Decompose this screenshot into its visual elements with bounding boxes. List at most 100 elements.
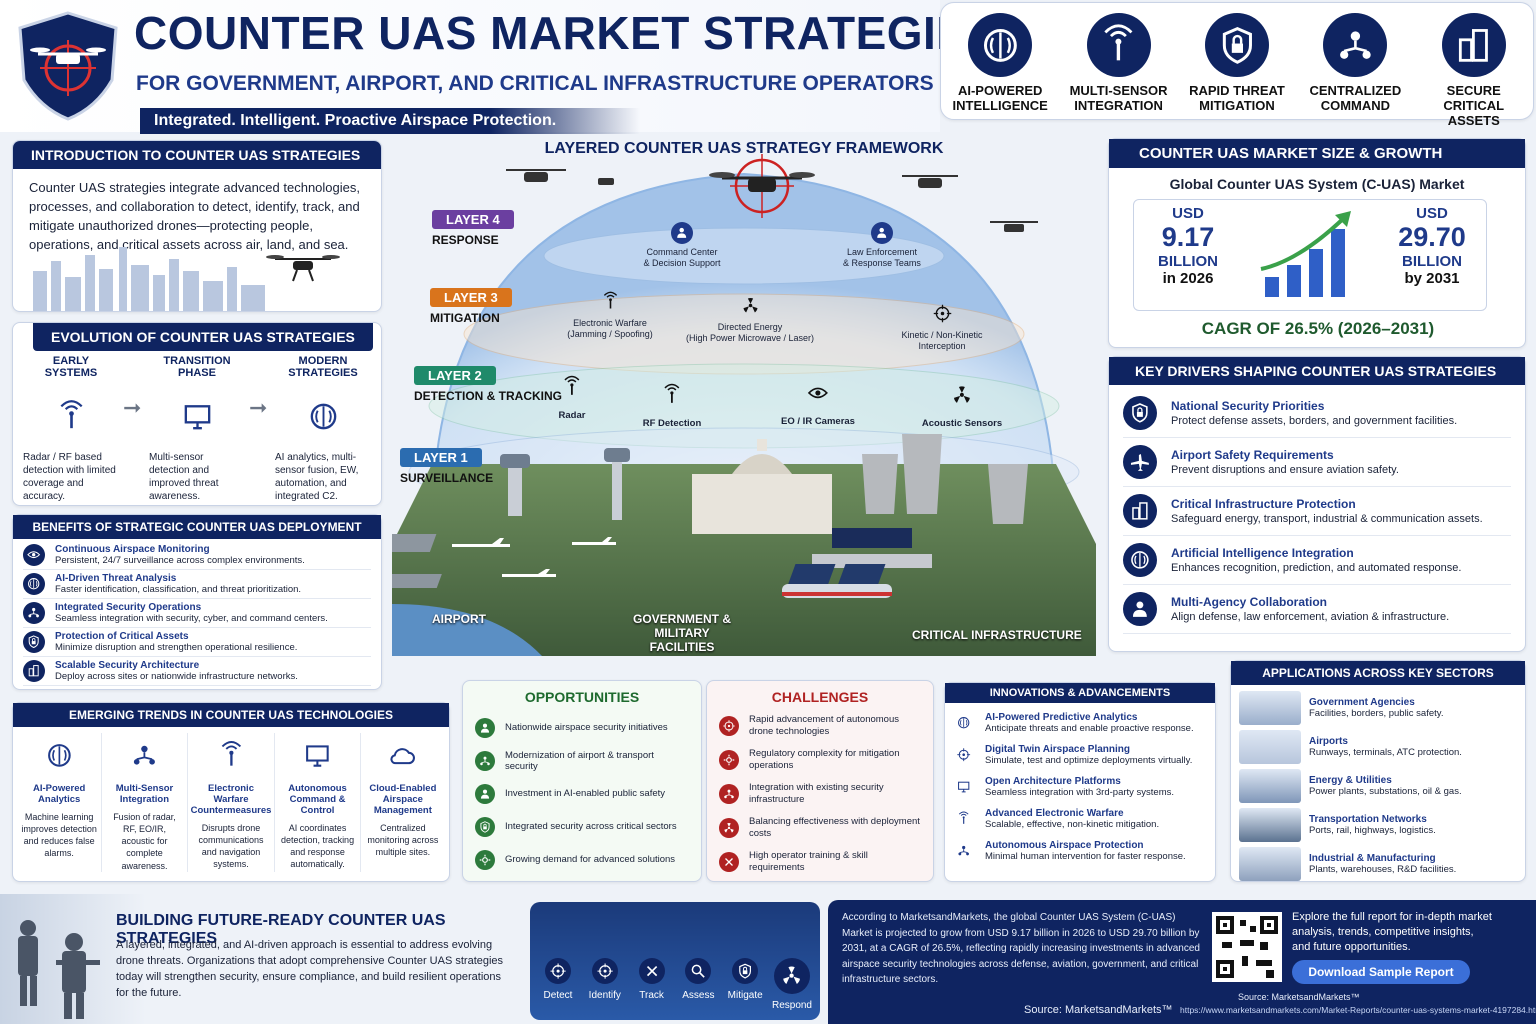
challenge-text: Integration with existing security infra… — [749, 781, 884, 805]
process-step-label: Respond — [771, 1000, 812, 1011]
market-right-year: by 2031 — [1404, 270, 1460, 287]
opportunities-title: OPPORTUNITIES — [524, 689, 640, 705]
market-title: COUNTER UAS MARKET SIZE & GROWTH — [1109, 139, 1525, 168]
application-title: Airports — [1309, 736, 1348, 747]
detection-label: EO / IR Cameras — [781, 416, 855, 427]
zone-label-1: GOVERNMENT & — [632, 612, 731, 626]
application-title: Industrial & Manufacturing — [1309, 853, 1436, 864]
application-text: Power plants, substations, oil & gas. — [1309, 786, 1462, 797]
antenna-icon — [595, 286, 625, 316]
opportunity-text: Investment in AI-enabled public safety — [505, 788, 666, 799]
user-icon — [475, 717, 495, 738]
shield-lock-icon — [475, 816, 495, 837]
evolution-panel: EVOLUTION OF COUNTER UAS STRATEGIES EARL… — [12, 322, 382, 506]
zone-label-2: AIRPORT — [432, 612, 486, 626]
soldiers-illustration — [18, 920, 100, 1019]
pillar-label-1: AI-POWERED — [957, 83, 1043, 98]
tagline: Integrated. Intelligent. Proactive Airsp… — [140, 108, 640, 134]
process-step-label: Track — [639, 990, 664, 1001]
application-thumbnail — [1239, 730, 1301, 764]
user-icon — [475, 783, 495, 804]
application-thumbnail — [1239, 769, 1301, 803]
innovation-title: Autonomous Airspace Protection — [985, 840, 1144, 851]
buildings-icon — [1441, 13, 1506, 77]
application-text: Ports, rail, highways, logistics. — [1309, 825, 1436, 836]
benefits-title: BENEFITS OF STRATEGIC COUNTER UAS DEPLOY… — [13, 515, 381, 539]
challenges-title: CHALLENGES — [771, 689, 869, 705]
response-label-1: Command Center — [646, 247, 718, 257]
response-label-2: & Decision Support — [643, 258, 721, 269]
pillar-label-1: MULTI-SENSOR — [1069, 83, 1168, 98]
opportunities-panel: OPPORTUNITIES Nationwide airspace securi… — [462, 680, 702, 882]
brain-icon — [953, 712, 975, 734]
target-icon — [953, 744, 975, 766]
brain-icon — [968, 13, 1033, 77]
market-panel: COUNTER UAS MARKET SIZE & GROWTH Global … — [1108, 138, 1526, 348]
city-drone-illustration — [33, 247, 340, 311]
applications-title: APPLICATIONS ACROSS KEY SECTORS — [1231, 661, 1525, 685]
trend-text: Disrupts drone communications and naviga… — [198, 823, 264, 870]
buildings-icon — [23, 660, 45, 682]
opportunity-text: Growing demand for advanced solutions — [505, 854, 676, 865]
radiation-icon — [735, 290, 765, 320]
benefit-title: AI-Driven Threat Analysis — [55, 573, 177, 584]
plane-icon — [1123, 445, 1157, 479]
user-icon — [871, 222, 893, 244]
network-icon — [719, 784, 739, 804]
driver-text: Safeguard energy, transport, industrial … — [1171, 513, 1483, 525]
evolution-heading-1: TRANSITION — [163, 355, 231, 367]
challenge-text: Balancing effectiveness with deployment … — [749, 815, 920, 839]
footer-url-link[interactable]: https://www.marketsandmarkets.com/Market… — [1180, 1005, 1536, 1015]
pillar-label-2: INTELLIGENCE — [952, 98, 1048, 113]
detection-item: Acoustic Sensors — [912, 378, 1012, 429]
application-title: Government Agencies — [1309, 697, 1415, 708]
driver-text: Protect defense assets, borders, and gov… — [1171, 415, 1458, 427]
qr-code-icon[interactable] — [1212, 912, 1282, 982]
response-item: Law Enforcement& Response Teams — [822, 222, 942, 270]
footer-source: Source: MarketsandMarkets™ — [1024, 1004, 1173, 1016]
download-sample-button[interactable]: Download Sample Report — [1292, 960, 1470, 984]
cross-icon — [638, 958, 665, 984]
mitigation-label-2: (Jamming / Spoofing) — [567, 329, 653, 340]
applications-panel: APPLICATIONS ACROSS KEY SECTORS Governme… — [1230, 660, 1526, 882]
trend-text: Fusion of radar, RF, EO/IR, acoustic for… — [113, 812, 176, 871]
market-right-currency: USD — [1416, 205, 1448, 222]
innovation-title: Open Architecture Platforms — [985, 776, 1121, 787]
brain-icon — [37, 733, 82, 777]
opportunity-item: Growing demand for advanced solutions — [475, 843, 689, 876]
innovation-text: Simulate, test and optimize deployments … — [985, 755, 1193, 766]
market-right-unit: BILLION — [1402, 253, 1462, 270]
benefit-title: Scalable Security Architecture — [55, 660, 200, 671]
mitigation-label-1: Electronic Warfare — [573, 318, 647, 328]
antenna-icon — [1086, 13, 1151, 77]
trend-text: AI coordinates detection, tracking and r… — [281, 823, 355, 870]
innovations-title: INNOVATIONS & ADVANCEMENTS — [945, 683, 1215, 703]
detection-item: EO / IR Cameras — [768, 376, 868, 427]
future-text: A layered, integrated, and AI-driven app… — [116, 939, 504, 999]
process-step: Mitigate — [723, 958, 767, 1011]
framework-dome-illustration — [392, 154, 1096, 656]
pillar-label-1: CENTRALIZED — [1309, 83, 1402, 98]
mitigation-item: Directed Energy(High Power Microwave / L… — [680, 290, 820, 345]
monitor-icon — [953, 776, 975, 798]
response-label-2: & Response Teams — [843, 258, 921, 269]
application-thumbnail — [1239, 691, 1301, 725]
application-thumbnail — [1239, 808, 1301, 842]
trends-panel: EMERGING TRENDS IN COUNTER UAS TECHNOLOG… — [12, 702, 450, 882]
application-thumbnail — [1239, 847, 1301, 881]
framework-area: LAYERED COUNTER UAS STRATEGY FRAMEWORK L… — [392, 134, 1096, 656]
market-left: USD 9.17 BILLION in 2026 — [1133, 205, 1243, 287]
evolution-heading-1: MODERN — [298, 355, 348, 367]
